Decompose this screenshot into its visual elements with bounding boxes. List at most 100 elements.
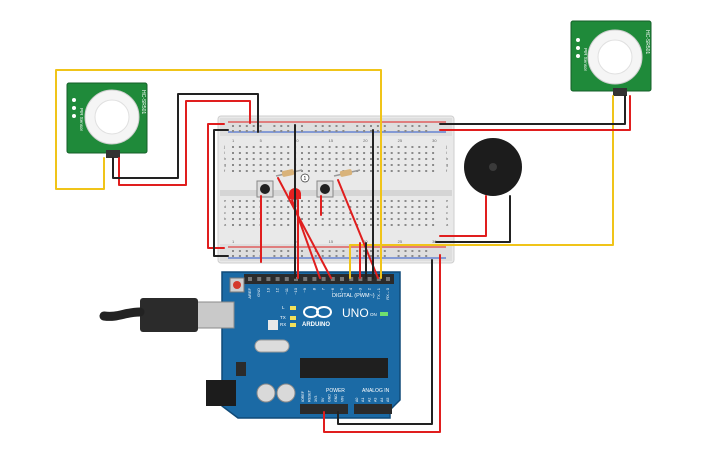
breadboard-hole[interactable] — [363, 158, 366, 160]
breadboard-hole[interactable] — [252, 152, 255, 154]
breadboard-hole[interactable] — [390, 170, 393, 172]
breadboard-hole[interactable] — [342, 152, 345, 154]
breadboard-hole[interactable] — [349, 200, 352, 202]
breadboard-hole[interactable] — [259, 152, 262, 154]
breadboard-hole[interactable] — [411, 146, 414, 148]
rail-hole[interactable] — [363, 250, 366, 252]
breadboard-hole[interactable] — [328, 212, 331, 214]
breadboard-hole[interactable] — [266, 170, 269, 172]
breadboard-hole[interactable] — [335, 164, 338, 166]
breadboard-hole[interactable] — [245, 218, 248, 220]
breadboard-hole[interactable] — [432, 224, 435, 226]
rail-hole[interactable] — [404, 255, 407, 257]
breadboard-hole[interactable] — [280, 200, 283, 202]
breadboard-hole[interactable] — [287, 212, 290, 214]
breadboard-hole[interactable] — [376, 158, 379, 160]
breadboard-hole[interactable] — [307, 206, 310, 208]
breadboard-hole[interactable] — [321, 218, 324, 220]
breadboard-hole[interactable] — [301, 152, 303, 154]
rail-hole[interactable] — [342, 125, 345, 127]
breadboard-hole[interactable] — [370, 158, 372, 160]
breadboard-hole[interactable] — [335, 158, 338, 160]
breadboard-hole[interactable] — [411, 200, 414, 202]
breadboard-hole[interactable] — [266, 200, 269, 202]
breadboard-hole[interactable] — [404, 158, 407, 160]
breadboard-hole[interactable] — [328, 158, 331, 160]
rail-hole[interactable] — [397, 255, 400, 257]
rail-hole[interactable] — [370, 250, 372, 252]
breadboard-hole[interactable] — [335, 218, 338, 220]
breadboard-hole[interactable] — [397, 158, 400, 160]
breadboard-hole[interactable] — [370, 146, 372, 148]
breadboard-hole[interactable] — [411, 170, 414, 172]
arduino-uno-board[interactable]: ARDUINO UNO DIGITAL (PWM~) POWER ANALOG … — [99, 271, 401, 419]
rail-hole[interactable] — [314, 255, 317, 257]
breadboard-hole[interactable] — [238, 152, 241, 154]
breadboard-hole[interactable] — [363, 206, 366, 208]
breadboard-hole[interactable] — [273, 218, 276, 220]
breadboard-hole[interactable] — [363, 218, 366, 220]
breadboard-hole[interactable] — [397, 146, 400, 148]
breadboard-hole[interactable] — [252, 212, 255, 214]
rail-hole[interactable] — [418, 250, 421, 252]
rail-hole[interactable] — [273, 125, 276, 127]
breadboard-hole[interactable] — [376, 170, 379, 172]
breadboard-hole[interactable] — [232, 158, 234, 160]
breadboard-hole[interactable] — [404, 170, 407, 172]
rail-hole[interactable] — [370, 125, 372, 127]
pir-sensor-right[interactable]: HC-SR501 PIR Sensor + OUT − — [570, 20, 656, 96]
breadboard-hole[interactable] — [307, 170, 310, 172]
breadboard-hole[interactable] — [383, 206, 386, 208]
breadboard-hole[interactable] — [404, 152, 407, 154]
rail-hole[interactable] — [411, 250, 414, 252]
breadboard-hole[interactable] — [411, 206, 414, 208]
rail-hole[interactable] — [287, 255, 290, 257]
digital-pin[interactable] — [284, 277, 289, 281]
breadboard-hole[interactable] — [314, 206, 317, 208]
rail-hole[interactable] — [376, 130, 379, 132]
rail-hole[interactable] — [404, 125, 407, 127]
breadboard-hole[interactable] — [356, 158, 359, 160]
digital-pin[interactable] — [349, 277, 354, 281]
rail-hole[interactable] — [238, 255, 241, 257]
breadboard-hole[interactable] — [273, 158, 276, 160]
breadboard-hole[interactable] — [273, 170, 276, 172]
breadboard-hole[interactable] — [301, 218, 303, 220]
breadboard-hole[interactable] — [328, 170, 331, 172]
breadboard-hole[interactable] — [252, 218, 255, 220]
breadboard-hole[interactable] — [397, 200, 400, 202]
breadboard-hole[interactable] — [321, 224, 324, 226]
breadboard-hole[interactable] — [404, 218, 407, 220]
breadboard-hole[interactable] — [245, 212, 248, 214]
breadboard-hole[interactable] — [245, 224, 248, 226]
rail-hole[interactable] — [252, 130, 255, 132]
breadboard-hole[interactable] — [425, 218, 428, 220]
breadboard-hole[interactable] — [370, 164, 372, 166]
breadboard-hole[interactable] — [307, 224, 310, 226]
breadboard-hole[interactable] — [238, 212, 241, 214]
breadboard-hole[interactable] — [280, 170, 283, 172]
rail-hole[interactable] — [245, 130, 248, 132]
piezo-buzzer[interactable] — [464, 138, 522, 196]
breadboard-hole[interactable] — [370, 212, 372, 214]
breadboard-hole[interactable] — [432, 212, 435, 214]
rail-hole[interactable] — [273, 255, 276, 257]
breadboard-hole[interactable] — [280, 218, 283, 220]
breadboard-hole[interactable] — [383, 224, 386, 226]
rail-hole[interactable] — [363, 255, 366, 257]
breadboard-hole[interactable] — [432, 158, 435, 160]
rail-hole[interactable] — [245, 255, 248, 257]
breadboard-hole[interactable] — [307, 218, 310, 220]
breadboard-hole[interactable] — [425, 224, 428, 226]
breadboard-hole[interactable] — [273, 224, 276, 226]
breadboard-hole[interactable] — [432, 152, 435, 154]
breadboard-hole[interactable] — [418, 212, 421, 214]
breadboard-hole[interactable] — [307, 200, 310, 202]
breadboard-hole[interactable] — [432, 146, 435, 148]
breadboard-hole[interactable] — [418, 200, 421, 202]
rail-hole[interactable] — [335, 125, 338, 127]
breadboard-hole[interactable] — [370, 218, 372, 220]
breadboard-hole[interactable] — [273, 152, 276, 154]
breadboard-hole[interactable] — [259, 170, 262, 172]
breadboard-hole[interactable] — [287, 200, 290, 202]
